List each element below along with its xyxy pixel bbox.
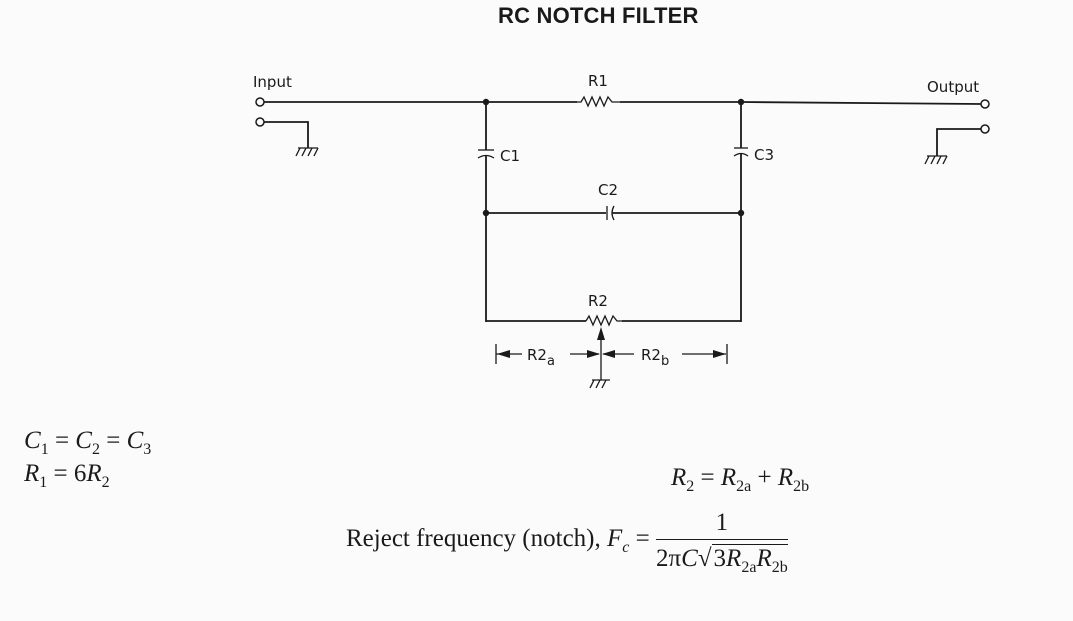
output-label: Output bbox=[927, 78, 979, 96]
c3-label: C3 bbox=[754, 146, 774, 164]
output-terminal-ground bbox=[936, 124, 990, 156]
capacitor-c1 bbox=[477, 102, 495, 322]
input-terminal-ground bbox=[255, 117, 309, 148]
r2-label: R2 bbox=[588, 292, 608, 310]
input-terminal-signal bbox=[255, 97, 486, 107]
notch-fraction: 1 2πC√3R2aR2b bbox=[656, 509, 788, 576]
junction-node bbox=[482, 98, 490, 106]
junction-node bbox=[737, 209, 745, 217]
wiper-arrow bbox=[597, 327, 605, 380]
equation-notch-frequency: Reject frequency (notch), Fc = 1 2πC√3R2… bbox=[346, 509, 788, 576]
equation-r1-ratio: R1 = 6R2 bbox=[24, 460, 110, 491]
dimension-r2a bbox=[495, 344, 600, 364]
output-terminal-signal bbox=[740, 99, 990, 109]
r1-label: R1 bbox=[588, 72, 608, 90]
potentiometer-r2 bbox=[486, 314, 741, 327]
dimension-r2b bbox=[602, 344, 728, 364]
r2a-label: R2a bbox=[527, 346, 555, 369]
ground-icon bbox=[589, 379, 610, 389]
diagram-title: RC NOTCH FILTER bbox=[498, 3, 699, 28]
resistor-r1 bbox=[486, 95, 741, 108]
capacitor-c2 bbox=[486, 205, 741, 221]
input-label: Input bbox=[253, 73, 292, 91]
r2b-label: R2b bbox=[641, 346, 669, 369]
ground-icon bbox=[924, 155, 948, 165]
c2-label: C2 bbox=[598, 181, 618, 199]
equation-capacitors-equal: C1 = C2 = C3 bbox=[24, 427, 152, 458]
ground-icon bbox=[295, 147, 319, 157]
c1-label: C1 bbox=[500, 147, 520, 165]
equation-r2-sum: R2 = R2a + R2b bbox=[671, 464, 810, 495]
junction-node bbox=[482, 209, 490, 217]
junction-node bbox=[737, 98, 745, 106]
capacitor-c3 bbox=[733, 102, 749, 322]
